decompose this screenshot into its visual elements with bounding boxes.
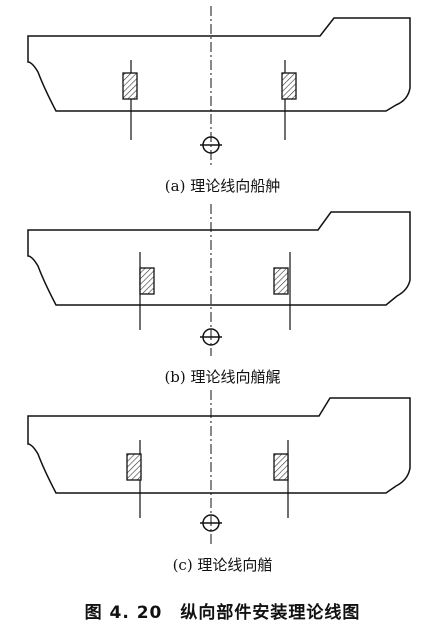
centerline-symbol-c	[200, 514, 222, 532]
panel-c-caption: (c) 理论线向艏	[172, 556, 273, 574]
panel-a-caption: (a) 理论线向船舯	[164, 177, 281, 195]
hull-outline-b	[27, 211, 411, 306]
centerline-symbol-a	[200, 136, 222, 154]
figure-title: 图 4. 20 纵向部件安装理论线图	[84, 603, 361, 623]
centerline-symbol-b	[200, 328, 222, 346]
panel-b	[27, 204, 411, 356]
panel-a	[27, 6, 411, 166]
hull-outline-c	[27, 397, 411, 494]
hull-outline-a	[27, 17, 411, 112]
panel-b-caption: (b) 理论线向艏艉	[164, 368, 281, 386]
stiffener-right-b	[273, 267, 289, 295]
panel-c	[27, 390, 411, 546]
stiffener-left-b	[139, 267, 155, 295]
stiffener-right-a	[281, 72, 297, 100]
stiffener-left-c	[126, 453, 142, 481]
stiffener-left-a	[122, 72, 138, 100]
stiffener-right-c	[273, 453, 289, 481]
